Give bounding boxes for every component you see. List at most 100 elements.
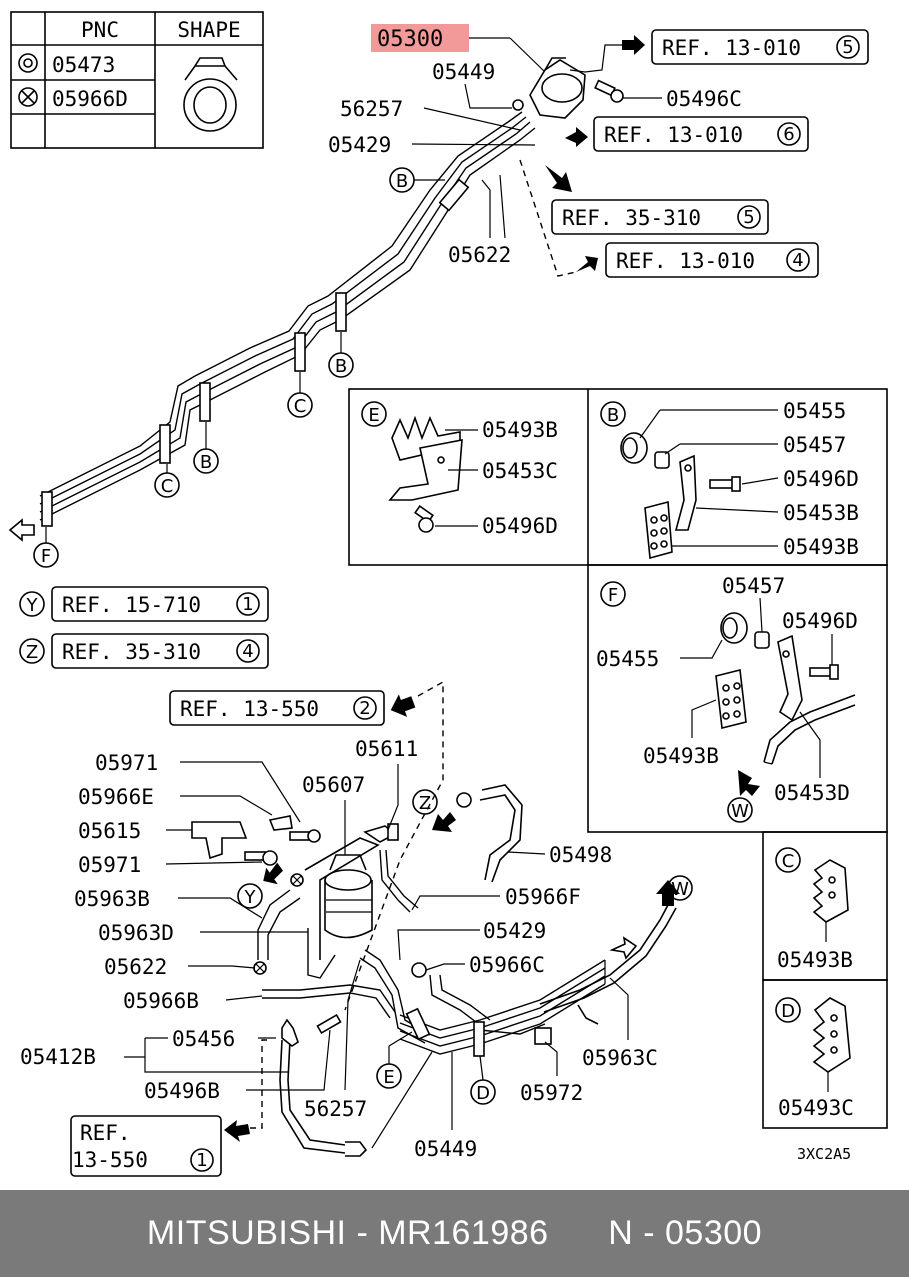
callout-z-bottom: Z <box>412 789 456 832</box>
callout-b-left: B <box>193 422 219 474</box>
label-05496b[interactable]: 05496B <box>144 1079 220 1103</box>
svg-text:D: D <box>781 1001 795 1022</box>
svg-text:W: W <box>731 801 749 822</box>
label-f-05453d[interactable]: 05453D <box>774 781 850 805</box>
label-05429-top[interactable]: 05429 <box>328 133 391 157</box>
detail-d: D 05493C <box>775 997 854 1120</box>
svg-text:C: C <box>294 396 307 417</box>
svg-text:5: 5 <box>842 37 853 58</box>
label-b-05496d[interactable]: 05496D <box>783 467 859 491</box>
svg-text:D: D <box>476 1083 490 1104</box>
detail-box-d <box>762 979 888 1129</box>
fuel-filter-part <box>304 837 380 960</box>
label-05963d[interactable]: 05963D <box>98 921 174 945</box>
label-b-05453b[interactable]: 05453B <box>783 501 859 525</box>
label-b-05455[interactable]: 05455 <box>783 399 846 423</box>
label-05607[interactable]: 05607 <box>302 773 365 797</box>
label-05611[interactable]: 05611 <box>355 737 418 761</box>
label-05615[interactable]: 05615 <box>78 819 141 843</box>
svg-text:B: B <box>200 452 212 473</box>
detail-b: B 05455 05457 05496D 05453B 05493B <box>600 399 859 560</box>
label-05449-bottom[interactable]: 05449 <box>414 1137 477 1161</box>
label-e-05493b[interactable]: 05493B <box>482 418 558 442</box>
callout-b-top: B <box>389 167 445 193</box>
parts-diagram: PNC SHAPE 05473 05966D 05300 REF. 1 <box>8 11 888 1177</box>
label-f-05496d[interactable]: 05496D <box>782 609 858 633</box>
label-e-05453c[interactable]: 05453C <box>482 459 558 483</box>
bolt-e-part <box>414 505 434 533</box>
svg-text:REF. 13-010: REF. 13-010 <box>662 36 801 60</box>
ref-box-y[interactable]: Y REF. 15-710 1 <box>19 586 269 622</box>
label-05496c[interactable]: 05496C <box>666 87 742 111</box>
drawing-code: 3XC2A5 <box>797 1145 851 1163</box>
label-e-05496d[interactable]: 05496D <box>482 514 558 538</box>
circle-x-icon <box>18 87 38 107</box>
label-f-05493b[interactable]: 05493B <box>643 744 719 768</box>
bolt-b-part <box>709 476 741 492</box>
label-05622-top[interactable]: 05622 <box>448 243 511 267</box>
label-b-05493b[interactable]: 05493B <box>783 535 859 559</box>
legend-pnc-2: 05966D <box>52 87 128 111</box>
legend-header-pnc: PNC <box>81 18 119 42</box>
label-05412b[interactable]: 05412B <box>20 1045 96 1069</box>
svg-text:B: B <box>607 405 619 426</box>
svg-text:E: E <box>368 405 379 426</box>
callout-d-bottom: D <box>470 1055 496 1105</box>
legend-pnc-1: 05473 <box>52 53 115 77</box>
label-56257-bottom[interactable]: 56257 <box>304 1097 367 1121</box>
svg-text:E: E <box>383 1067 394 1088</box>
label-d-05493c[interactable]: 05493C <box>778 1096 854 1120</box>
label-f-05455[interactable]: 05455 <box>596 647 659 671</box>
grommet-b-part <box>620 432 648 464</box>
svg-text:F: F <box>41 546 51 567</box>
label-05429-bottom[interactable]: 05429 <box>483 919 546 943</box>
fuel-pipe-bundle <box>39 111 536 527</box>
label-05971-b[interactable]: 05971 <box>78 853 141 877</box>
footer-gap <box>549 1214 609 1253</box>
svg-text:W: W <box>671 879 689 900</box>
label-05449-top[interactable]: 05449 <box>432 60 495 84</box>
label-f-05457[interactable]: 05457 <box>722 574 785 598</box>
label-c-05493b[interactable]: 05493B <box>777 948 853 972</box>
bracket-05615-part <box>191 821 248 860</box>
svg-text:REF. 13-550: REF. 13-550 <box>180 697 319 721</box>
callout-y-bottom: Y <box>237 862 283 909</box>
svg-text:2: 2 <box>359 698 370 719</box>
label-05966c[interactable]: 05966C <box>469 953 545 977</box>
highlight-box <box>371 24 469 52</box>
svg-text:Y: Y <box>26 595 39 616</box>
footer-bar: MITSUBISHI - MR161986 N - 05300 <box>0 1190 909 1277</box>
ref-box-1[interactable]: REF. 13-010 5 <box>622 29 869 65</box>
ref-box-3[interactable]: REF. 35-310 5 <box>545 165 769 235</box>
label-05972[interactable]: 05972 <box>520 1081 583 1105</box>
svg-text:1: 1 <box>242 594 253 615</box>
fuel-pump-part <box>512 44 622 119</box>
label-56257-top[interactable]: 56257 <box>340 97 403 121</box>
label-05963c[interactable]: 05963C <box>582 1046 658 1070</box>
ref-box-z[interactable]: Z REF. 35-310 4 <box>19 633 269 669</box>
ref-box-13-550-1[interactable]: REF. 13-550 1 <box>70 1115 250 1177</box>
label-05456[interactable]: 05456 <box>172 1027 235 1051</box>
label-05966f[interactable]: 05966F <box>505 885 581 909</box>
callout-c-mid: C <box>287 372 313 418</box>
label-05622-bottom[interactable]: 05622 <box>104 955 167 979</box>
label-05963b[interactable]: 05963B <box>74 887 150 911</box>
legend-table: PNC SHAPE 05473 05966D <box>10 11 264 149</box>
ref-box-2[interactable]: REF. 13-010 6 <box>565 116 809 152</box>
svg-text:REF. 13-010: REF. 13-010 <box>616 249 755 273</box>
highlight-part-label[interactable]: 05300 <box>377 27 443 52</box>
label-b-05457[interactable]: 05457 <box>783 433 846 457</box>
svg-text:5: 5 <box>743 207 754 228</box>
ref-box-13-550-2[interactable]: REF. 13-550 2 <box>169 690 417 726</box>
svg-text:13-550: 13-550 <box>72 1148 148 1172</box>
ref-box-4[interactable]: REF. 13-010 4 <box>576 242 819 278</box>
label-05498[interactable]: 05498 <box>549 843 612 867</box>
clip-b-part <box>644 500 673 560</box>
footer-brand: MITSUBISHI <box>146 1214 347 1252</box>
svg-text:Z: Z <box>26 642 38 663</box>
svg-text:REF. 15-710: REF. 15-710 <box>62 593 201 617</box>
label-05966e[interactable]: 05966E <box>78 785 154 809</box>
svg-text:REF. 35-310: REF. 35-310 <box>62 640 201 664</box>
label-05971-a[interactable]: 05971 <box>95 751 158 775</box>
label-05966b[interactable]: 05966B <box>123 989 199 1013</box>
